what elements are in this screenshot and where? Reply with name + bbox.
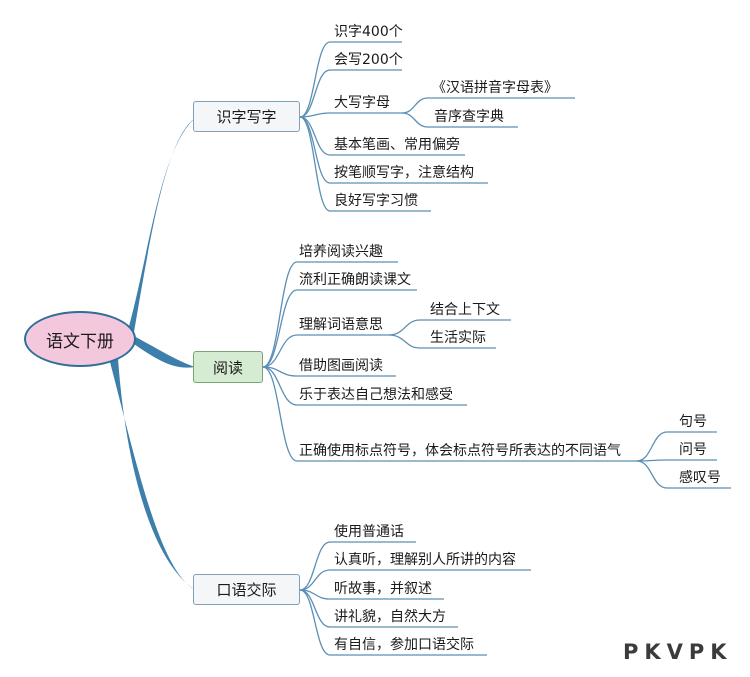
branch-label: 识字写字 (216, 108, 277, 126)
subtopic-node: 音序查字典 (434, 109, 504, 125)
topic-node: 讲礼貌，自然大方 (334, 609, 446, 625)
topic-node: 良好写字习惯 (334, 193, 418, 209)
topic-node: 培养阅读兴趣 (299, 244, 383, 260)
subtopic-node: 感叹号 (679, 470, 721, 486)
subtopic-node: 句号 (679, 414, 707, 430)
branch-label: 口语交际 (216, 581, 277, 599)
trunk-to-speaking (110, 358, 195, 590)
topic-node: 正确使用标点符号，体会标点符号所表达的不同语气 (299, 443, 621, 459)
branch-label: 阅读 (212, 358, 243, 377)
subtopic-node: 生活实际 (430, 330, 486, 346)
topic-node: 理解词语意思 (299, 317, 383, 333)
topic-node: 借助图画阅读 (299, 358, 383, 374)
topic-node: 有自信，参加口语交际 (334, 637, 474, 653)
topic-node: 听故事，并叙述 (334, 581, 432, 597)
branch-literacy[interactable]: 识字写字 (193, 101, 300, 132)
branch-speaking[interactable]: 口语交际 (193, 574, 300, 605)
branch-reading[interactable]: 阅读 (193, 351, 263, 383)
topic-node: 识字400个 (334, 24, 403, 40)
subtopic-node: 结合上下文 (430, 302, 500, 318)
topic-node: 流利正确朗读课文 (299, 272, 411, 288)
trunk-to-literacy (128, 118, 195, 332)
topic-node: 大写字母 (334, 95, 390, 111)
subtopic-node: 《汉语拼音字母表》 (432, 80, 558, 96)
trunk-to-reading (134, 336, 195, 368)
topic-node: 使用普通话 (334, 524, 404, 540)
root-node[interactable]: 语文下册 (24, 311, 136, 367)
topic-node: 认真听，理解别人所讲的内容 (334, 552, 516, 568)
subtopic-node: 问号 (679, 442, 707, 458)
topic-node: 按笔顺写字，注意结构 (334, 165, 474, 181)
topic-node: 乐于表达自己想法和感受 (299, 387, 453, 403)
watermark: PKVPK (623, 640, 733, 664)
topic-node: 会写200个 (334, 52, 403, 68)
topic-node: 基本笔画、常用偏旁 (334, 137, 460, 153)
root-label: 语文下册 (46, 331, 114, 352)
